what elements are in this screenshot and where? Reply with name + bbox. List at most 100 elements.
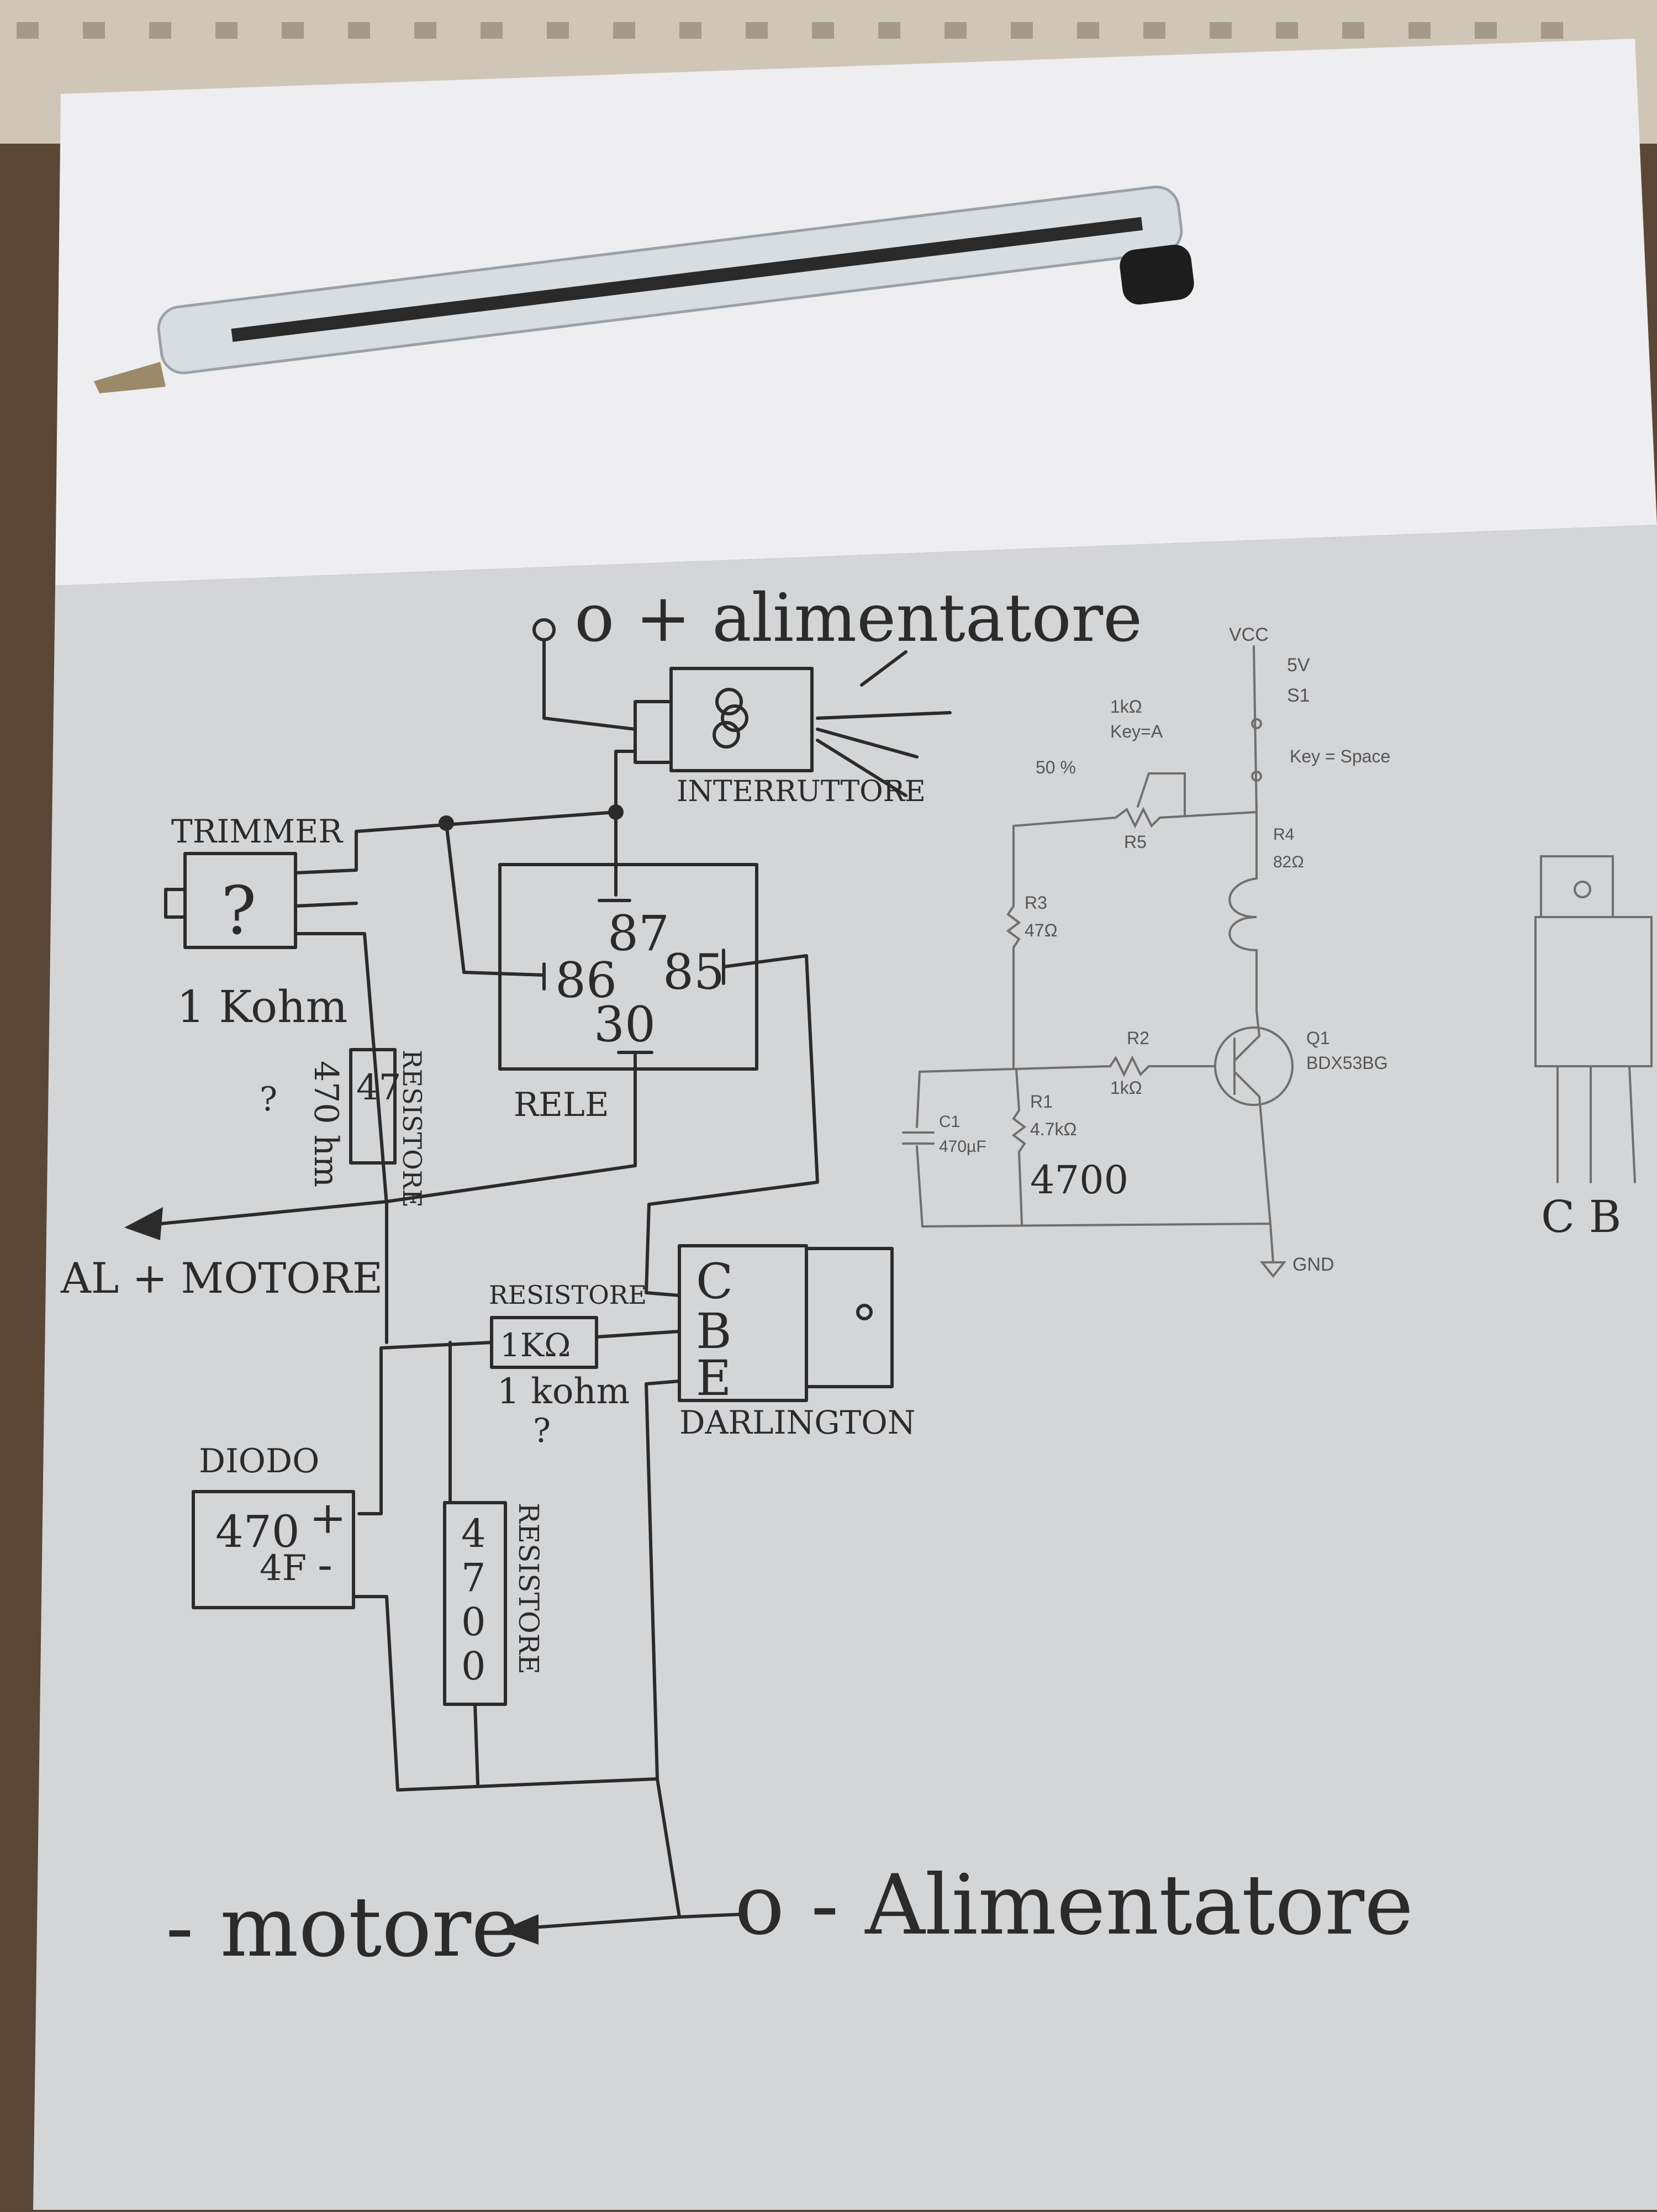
cap-value: 470: [215, 1506, 300, 1557]
wire-to-motor-plus: [131, 1200, 388, 1228]
res-4700-label: RESISTORE: [513, 1503, 545, 1674]
to-motor-plus-label: AL + MOTORE: [60, 1254, 383, 1303]
switch-terminals: [634, 700, 673, 764]
res-4700-value-0a: 0: [461, 1599, 486, 1645]
r5-label: R5: [1124, 832, 1147, 852]
relay-pin-87: 87: [608, 905, 669, 962]
wire-to-relay-86: [445, 821, 546, 977]
resistor-47-note: 470 hm: [307, 1061, 345, 1187]
diode-label: DIODO: [199, 1442, 319, 1481]
wire-trimmer-a: [294, 830, 358, 875]
c1-capacitor: [902, 1068, 1015, 1228]
wire-relay-30: [385, 1054, 637, 1203]
pin-e: E: [696, 1350, 731, 1407]
resistor-47-value: 47: [356, 1067, 401, 1108]
s1-contact-top: [1251, 718, 1262, 729]
top-paper-sheet: [55, 39, 1657, 586]
r1-value: 4.7kΩ: [1030, 1119, 1076, 1139]
plus-supply-label: o + alimentatore: [574, 580, 1142, 657]
res-1k-question: ?: [533, 1412, 551, 1450]
trimmer-value: 1 Kohm: [177, 981, 348, 1033]
wire-plus-to-switch: [542, 638, 637, 731]
r5-wiper: [1137, 772, 1186, 816]
r5-potentiometer: [1012, 807, 1258, 829]
switch-knob-icon: [713, 688, 748, 749]
resistor-47-label: RESISTORE: [397, 1050, 427, 1208]
side-transistor-sketch: C B: [1534, 855, 1653, 1242]
q1-part: BDX53BG: [1306, 1053, 1388, 1073]
resistor-47: [349, 1048, 397, 1165]
cap-unit: 4F: [260, 1548, 307, 1589]
res-4700-value-0b: 0: [461, 1644, 486, 1689]
arrow-motor-plus-icon: [124, 1207, 163, 1240]
s1-label: S1: [1287, 685, 1310, 706]
junction-dot-2: [608, 804, 624, 820]
relay-pin-85: 85: [663, 944, 725, 1000]
r3-value: 47Ω: [1025, 920, 1058, 940]
wire-cap-minus: [352, 1595, 659, 1792]
res-1k-value: 1KΩ: [500, 1326, 571, 1364]
gnd-wire: [921, 1222, 1274, 1263]
key-space-label: Key = Space: [1290, 746, 1390, 766]
wire-to-motor-minus: [523, 1915, 681, 1930]
res-1k-note: 1 kohm: [497, 1371, 630, 1412]
resistor-47-question: ?: [260, 1080, 277, 1119]
vcc-label: VCC: [1229, 624, 1269, 645]
r1-resistor: [1011, 1068, 1027, 1225]
r2-value: 1kΩ: [1110, 1078, 1142, 1098]
switch-label: INTERRUTTORE: [677, 775, 926, 808]
r5-key: Key=A: [1110, 721, 1163, 741]
c1-value: 470µF: [939, 1137, 986, 1156]
capacitor-body: [192, 1490, 355, 1609]
switch-light-rays: [816, 650, 952, 797]
minus-supply-label: o - Alimentatore: [735, 1857, 1413, 1953]
r4-label: R4: [1273, 825, 1294, 844]
cap-plus: +: [309, 1492, 346, 1544]
relay-pin-30: 30: [594, 996, 656, 1053]
v5-label: 5V: [1287, 655, 1310, 676]
r1-label: R1: [1030, 1092, 1053, 1112]
pct-label: 50 %: [1036, 757, 1076, 777]
relay-body: [498, 863, 758, 1071]
darlington-hole: [856, 1304, 873, 1320]
vcc-wire: [1253, 645, 1258, 813]
arrow-motor-minus-icon: [500, 1914, 539, 1945]
gnd-label: GND: [1292, 1254, 1334, 1275]
gnd-symbol-icon: [1259, 1261, 1287, 1278]
pen: [94, 185, 1194, 393]
pin-c: C: [696, 1253, 733, 1310]
trimmer-label: TRIMMER: [171, 813, 344, 850]
printed-schematic: VCC 5V S1 Key = Space 1kΩ Key=A 50 % R5 …: [902, 624, 1390, 1278]
lace-pattern: [17, 22, 1563, 39]
darlington-label: DARLINGTON: [679, 1404, 916, 1441]
q1-label: Q1: [1306, 1028, 1330, 1048]
wire-relay-85-to-collector: [645, 954, 819, 1297]
r2-resistor: [1012, 1055, 1216, 1077]
wire-trimmer-c: [294, 932, 388, 1206]
q1-transistor: [1214, 1026, 1294, 1106]
cap-minus: -: [318, 1539, 333, 1590]
minus-motor-label: - motore: [166, 1879, 520, 1976]
side-pins-label: C B: [1541, 1191, 1621, 1242]
r4-value: 82Ω: [1273, 853, 1304, 871]
res-1k-label: RESISTORE: [489, 1280, 647, 1310]
r5-value: 1kΩ: [1110, 697, 1142, 717]
r3-resistor: [1006, 825, 1021, 1070]
wire-4700-down: [473, 1703, 479, 1786]
pin-b: B: [696, 1303, 732, 1360]
s1-contact-bottom: [1251, 771, 1262, 782]
wire-switch-down: [614, 750, 637, 814]
wire-trimmer-b: [294, 902, 358, 908]
relay-coil: [1228, 811, 1258, 1012]
trimmer-knob: [164, 888, 187, 919]
darlington-tab: [805, 1247, 894, 1388]
res-4700-value-4: 4: [461, 1511, 486, 1556]
r3-label: R3: [1025, 893, 1047, 913]
wire-1k-left: [357, 1341, 493, 1515]
wire-emitter-down: [645, 1379, 681, 1781]
r1-handwritten-note: 4700: [1030, 1157, 1128, 1203]
c1-label: C1: [939, 1113, 960, 1131]
trimmer-question: ?: [221, 873, 256, 950]
